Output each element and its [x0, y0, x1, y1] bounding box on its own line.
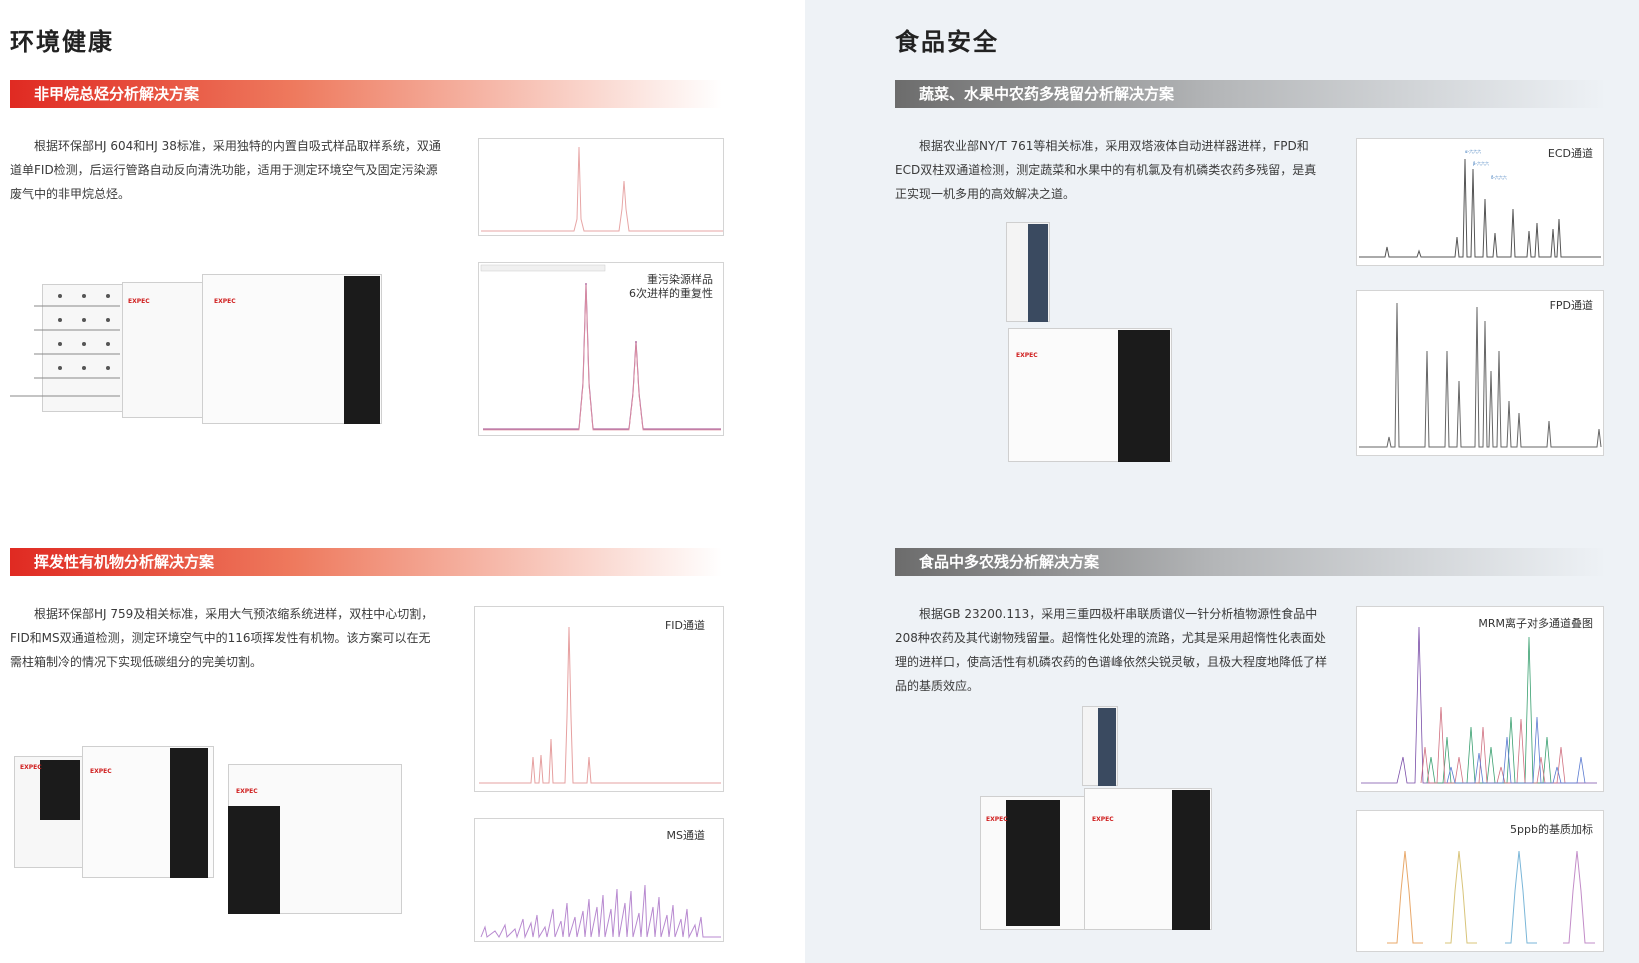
chart-label-fid: FID通道 [664, 619, 705, 632]
gc-front-panel [344, 276, 380, 424]
module-unit [122, 282, 208, 418]
chart-label-matrix-spike: 5ppb的基质加标 [1510, 823, 1593, 836]
brand-label: EXPEC [1016, 352, 1038, 359]
banner-pesticide-residue: 蔬菜、水果中农药多残留分析解决方案 [895, 80, 1607, 108]
chart-fpd-channel: FPD通道 [1356, 290, 1604, 456]
chart-ms-channel: MS通道 [474, 818, 724, 942]
environment-panel: 环境健康 非甲烷总烃分析解决方案 根据环保部HJ 604和HJ 38标准，采用独… [0, 0, 805, 963]
peak-label: δ-六六六 [1491, 175, 1507, 180]
chart-fid-channel: FID通道 [474, 606, 724, 792]
chart-nmhc-peaks [478, 138, 724, 236]
chromatogram-ecd [1359, 158, 1601, 258]
gc-touch-panel [170, 748, 208, 878]
instrument-nmhc-analyzer: EXPEC EXPEC [10, 268, 410, 430]
peak-label: β-六六六 [1473, 161, 1489, 166]
chart-label-ecd: ECD通道 [1547, 147, 1593, 160]
gc-touch-panel [1172, 790, 1210, 930]
chart-label-ms: MS通道 [666, 829, 705, 842]
ms-front-panel [228, 806, 280, 914]
banner-voc: 挥发性有机物分析解决方案 [10, 548, 722, 576]
chromatogram-mrm [1361, 626, 1597, 784]
chromatogram-fid [479, 626, 721, 784]
chromatogram-repeatability [480, 264, 721, 431]
food-safety-panel: 食品安全 蔬菜、水果中农药多残留分析解决方案 根据农业部NY/T 761等相关标… [805, 0, 1639, 963]
banner-nmhc: 非甲烷总烃分析解决方案 [10, 80, 722, 108]
brand-label: EXPEC [986, 816, 1008, 823]
gc-touch-panel [1118, 330, 1170, 462]
section-title-environment: 环境健康 [10, 28, 114, 56]
brand-label: EXPEC [90, 768, 112, 775]
text-pesticide-residue: 根据农业部NY/T 761等相关标准，采用双塔液体自动进样器进样，FPD和ECD… [895, 139, 1317, 201]
peak-label: α-六六六 [1465, 149, 1482, 154]
chart-matrix-spike: 5ppb的基质加标 [1356, 810, 1604, 952]
chart-label-repeatability: 重污染源样品 6次进样的重复性 [629, 273, 713, 300]
chromatogram-matrix-spike [1387, 850, 1595, 944]
text-voc: 根据环保部HJ 759及相关标准，采用大气预浓缩系统进样，双柱中心切割，FID和… [10, 607, 434, 669]
text-nmhc: 根据环保部HJ 604和HJ 38标准，采用独特的内置自吸式样品取样系统，双通道… [10, 139, 441, 201]
instrument-gc-autosampler: EXPEC [1000, 216, 1180, 462]
brand-label: EXPEC [128, 298, 150, 305]
brand-label: EXPEC [1092, 816, 1114, 823]
chart-mrm-overlay: MRM离子对多通道叠图 [1356, 606, 1604, 792]
instrument-gc-msms: EXPEC EXPEC [980, 696, 1220, 940]
text-multi-residue: 根据GB 23200.113，采用三重四极杆串联质谱仪一针分析植物源性食品中20… [895, 607, 1328, 693]
instrument-voc-system: EXPEC EXPEC EXPEC [10, 736, 440, 926]
chromatogram-nmhc [481, 146, 723, 232]
banner-multi-residue: 食品中多农残分析解决方案 [895, 548, 1607, 576]
chart-ecd-channel: α-六六六 β-六六六 δ-六六六 ECD通道 [1356, 138, 1604, 266]
preconcentrator-panel [40, 760, 80, 820]
brand-label: EXPEC [20, 764, 42, 771]
chart-label-fpd: FPD通道 [1549, 299, 1593, 312]
sampler-unit [42, 284, 134, 412]
brand-label: EXPEC [214, 298, 236, 305]
chart-repeatability: 重污染源样品 6次进样的重复性 [478, 262, 724, 436]
autosampler-column [1098, 708, 1116, 786]
brand-label: EXPEC [236, 788, 258, 795]
chromatogram-fpd [1359, 302, 1602, 448]
autosampler-column [1028, 224, 1048, 322]
chromatogram-ms [480, 884, 721, 939]
chart-label-mrm: MRM离子对多通道叠图 [1478, 617, 1593, 630]
section-title-food-safety: 食品安全 [895, 28, 999, 56]
sample-lines [10, 294, 120, 397]
ms-front-panel [1006, 800, 1060, 926]
